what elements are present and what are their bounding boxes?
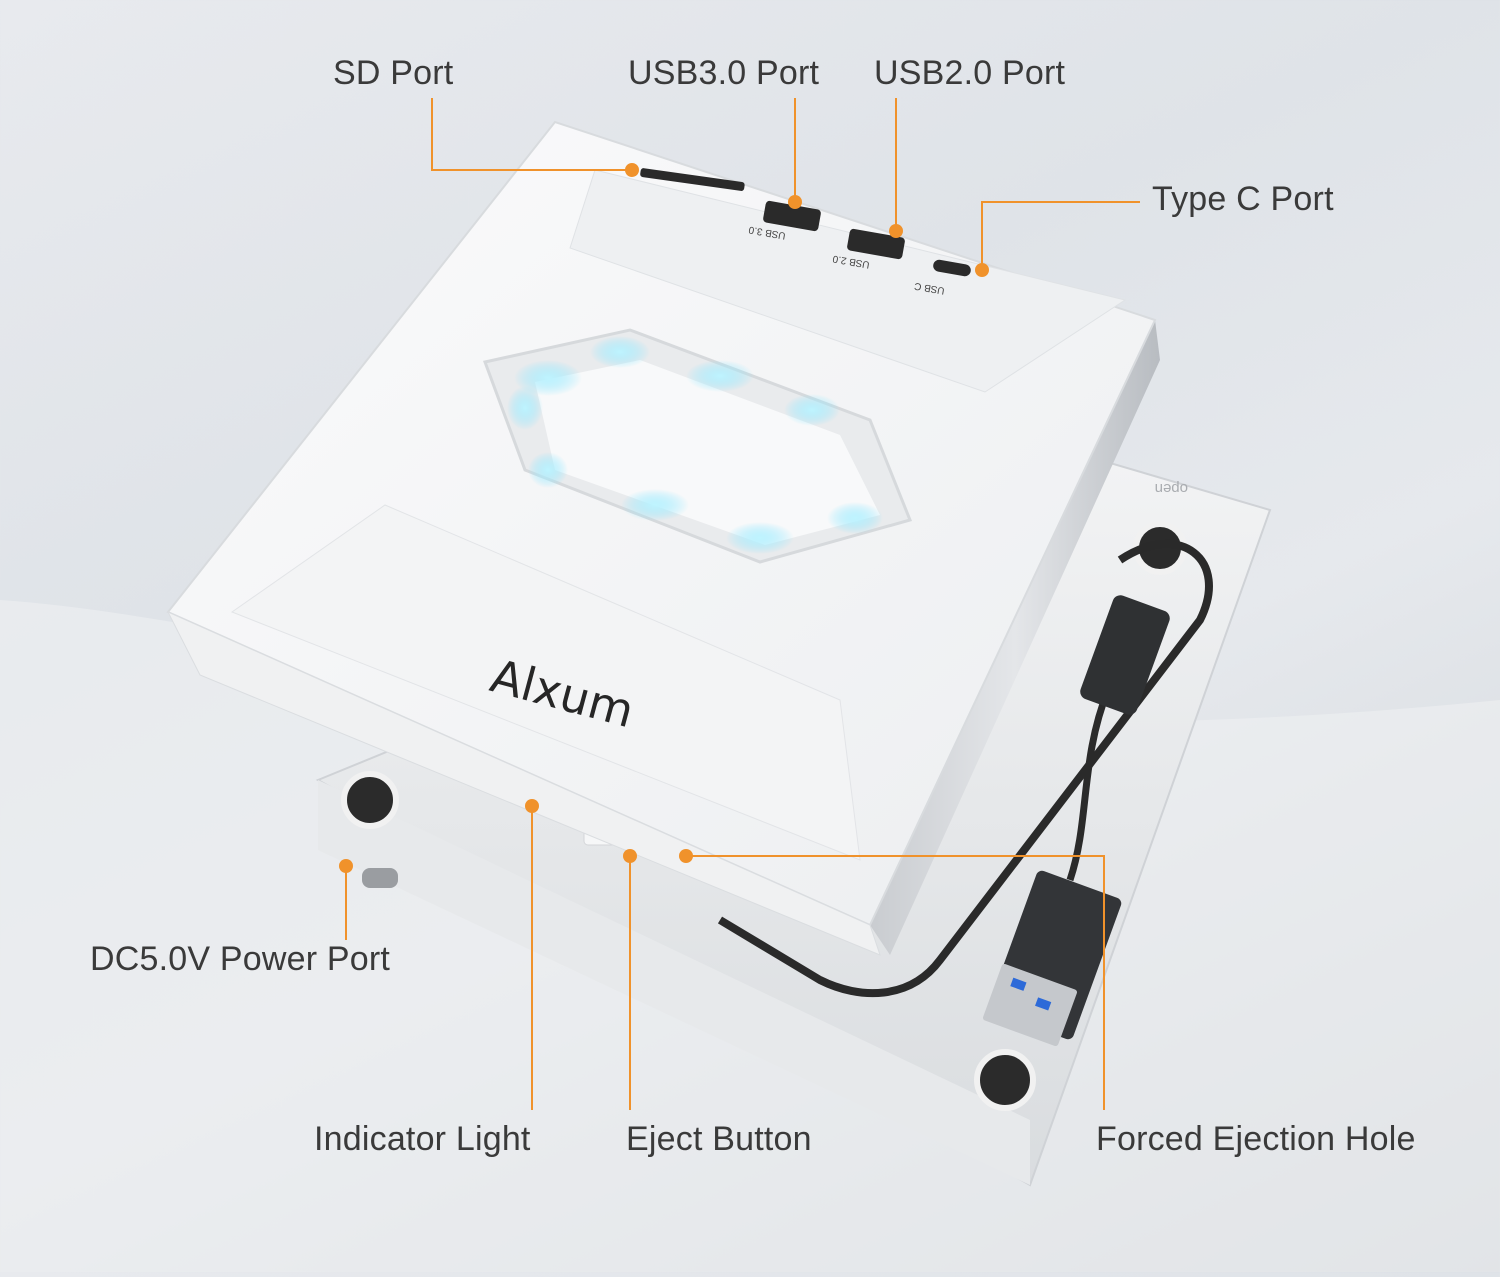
sd-card-slot: [640, 168, 745, 191]
rubber-foot: [341, 771, 399, 829]
callout-usb2-port: USB2.0 Port: [874, 54, 1066, 92]
usb-cable: [717, 539, 1213, 1047]
drive-body: [166, 120, 1160, 956]
callout-usb3-port: USB3.0 Port: [628, 54, 820, 92]
callout-forced-ejection-hole: Forced Ejection Hole: [1096, 1120, 1416, 1158]
dc-power-port: [362, 868, 398, 888]
usb3-port: [763, 200, 821, 232]
callout-indicator-light: Indicator Light: [314, 1120, 531, 1158]
callout-dots: [339, 163, 989, 873]
rubber-foot: [974, 1049, 1036, 1111]
tray-open-marking: open: [1155, 480, 1188, 497]
callout-eject-button: Eject Button: [626, 1120, 812, 1158]
callout-typec-port: Type C Port: [1152, 180, 1334, 218]
hexagon-led-glow: [507, 336, 883, 554]
usbc-marking: USB C: [914, 280, 946, 296]
callout-dc-power-port: DC5.0V Power Port: [90, 940, 391, 978]
usb2-port: [847, 228, 905, 260]
callout-sd-port: SD Port: [333, 54, 454, 92]
callout-lines: [345, 98, 1140, 1110]
usbc-port: [933, 259, 971, 277]
type-c-connector: [1080, 595, 1170, 715]
